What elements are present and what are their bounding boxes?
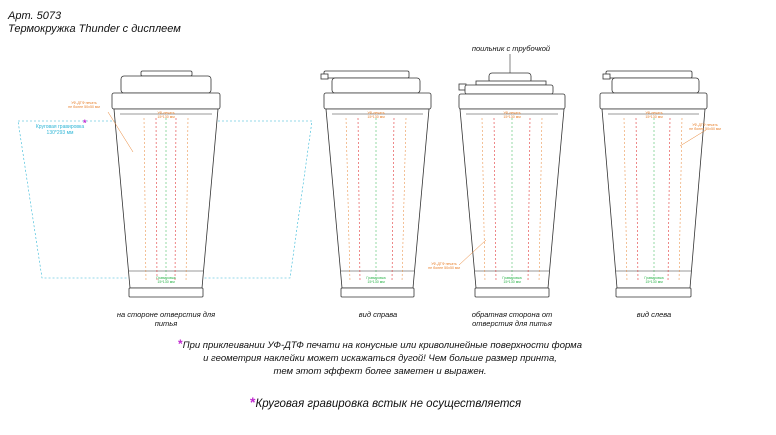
warning-star: * <box>178 337 183 351</box>
print-line1: УФ-печать <box>367 111 385 115</box>
engrave-label-front: Гравировка 15*130 мм <box>148 276 184 284</box>
lid-band <box>599 92 708 110</box>
lid <box>331 77 421 94</box>
engrave-line1: Гравировка <box>644 276 664 280</box>
warning-line-3: тем этот эффект более заметен и выражен. <box>273 366 487 377</box>
engrave-size: 15*130 мм <box>503 280 521 285</box>
lid-band <box>111 92 221 110</box>
uvdtf-size: не более 50х50 мм <box>68 105 100 110</box>
engrave-size: 15*130 мм <box>157 280 175 285</box>
engrave-line1: Гравировка <box>502 276 522 280</box>
wrap-engraving-label: Круговая гравировка 130*293 мм <box>28 124 92 136</box>
uvdtf-label-front: УФ-ДТФ печать не более 50х50 мм <box>61 101 107 109</box>
print-label-back: УФ-печать 15*130 мм <box>494 111 530 119</box>
lid-band <box>323 92 432 110</box>
print-label-right: УФ-печать 15*130 мм <box>358 111 394 119</box>
wrap-engraving-line1: Круговая гравировка <box>35 124 85 130</box>
view-caption-left: вид слева <box>636 310 672 319</box>
engraving-star: * <box>250 394 256 410</box>
uvdtf-line1: УФ-ДТФ печать <box>431 262 457 266</box>
print-line1: УФ-печать <box>157 111 175 115</box>
straw-callout: поильник с трубочкой <box>471 44 551 53</box>
lid-tab <box>320 73 329 80</box>
engraving-note-text: Круговая гравировка встык не осуществляе… <box>255 398 522 410</box>
uvdtf-warning-note: *При приклеивании УФ-ДТФ печати на конус… <box>150 338 610 378</box>
print-label-front: УФ-печать 15*130 мм <box>148 111 184 119</box>
cup-view-back <box>458 54 566 298</box>
cup-base <box>128 287 204 298</box>
cup-view-front <box>107 70 221 298</box>
cup-view-left <box>599 70 708 298</box>
lid-top <box>140 70 193 77</box>
cup-base <box>615 287 692 298</box>
uvdtf-size: не более 50х50 мм <box>428 266 460 271</box>
print-line1: УФ-печать <box>503 111 521 115</box>
lid-top <box>605 70 693 79</box>
view-caption-back: обратная сторона от отверстия для питья <box>471 310 553 328</box>
print-label-left: УФ-печать 15*130 мм <box>636 111 672 119</box>
cup-view-right <box>320 70 432 298</box>
engrave-line1: Гравировка <box>156 276 176 280</box>
lid-top <box>323 70 410 79</box>
lid <box>120 75 212 94</box>
uvdtf-line1: УФ-ДТФ печать <box>692 123 718 127</box>
cup-body <box>325 108 430 289</box>
engrave-size: 15*130 мм <box>645 280 663 285</box>
lid <box>611 77 700 94</box>
engrave-label-back: Гравировка 15*130 мм <box>494 276 530 284</box>
print-size: 15*130 мм <box>157 115 175 120</box>
print-size: 15*130 мм <box>367 115 385 120</box>
warning-text-1: При приклеивании УФ-ДТФ печати на конусн… <box>182 340 582 351</box>
cup-base <box>474 287 550 298</box>
uvdtf-line1: УФ-ДТФ печать <box>71 101 97 105</box>
cup-body <box>601 108 706 289</box>
uvdtf-size: не более 50х50 мм <box>689 127 721 132</box>
engrave-label-right: Гравировка 15*130 мм <box>358 276 394 284</box>
uvdtf-label-back: УФ-ДТФ печать не более 50х50 мм <box>424 262 464 270</box>
print-size: 15*130 мм <box>645 115 663 120</box>
engrave-label-left: Гравировка 15*130 мм <box>636 276 672 284</box>
cup-base <box>340 287 415 298</box>
view-caption-right: вид справа <box>358 310 398 319</box>
lid <box>464 84 554 95</box>
warning-line-1: *При приклеивании УФ-ДТФ печати на конус… <box>150 338 610 352</box>
wrap-engraving-star: * <box>83 118 87 128</box>
wrap-engraving-size: 130*293 мм <box>46 130 74 136</box>
product-title: Термокружка Thunder с дисплеем <box>8 23 181 35</box>
engrave-size: 15*130 мм <box>367 280 385 285</box>
lid-top <box>475 80 547 86</box>
warning-line-2: и геометрия наклейки может искажаться ду… <box>203 353 557 364</box>
print-size: 15*130 мм <box>503 115 521 120</box>
lid-tab <box>602 73 611 80</box>
uvdtf-label-left: УФ-ДТФ печать не более 50х50 мм <box>684 123 726 131</box>
view-caption-front: на стороне отверстия для питья <box>116 310 216 328</box>
engrave-line1: Гравировка <box>366 276 386 280</box>
lid-band <box>458 93 566 110</box>
engraving-note: *Круговая гравировка встык не осуществля… <box>250 394 550 410</box>
print-line1: УФ-печать <box>645 111 663 115</box>
article-number: Арт. 5073 <box>8 10 62 22</box>
